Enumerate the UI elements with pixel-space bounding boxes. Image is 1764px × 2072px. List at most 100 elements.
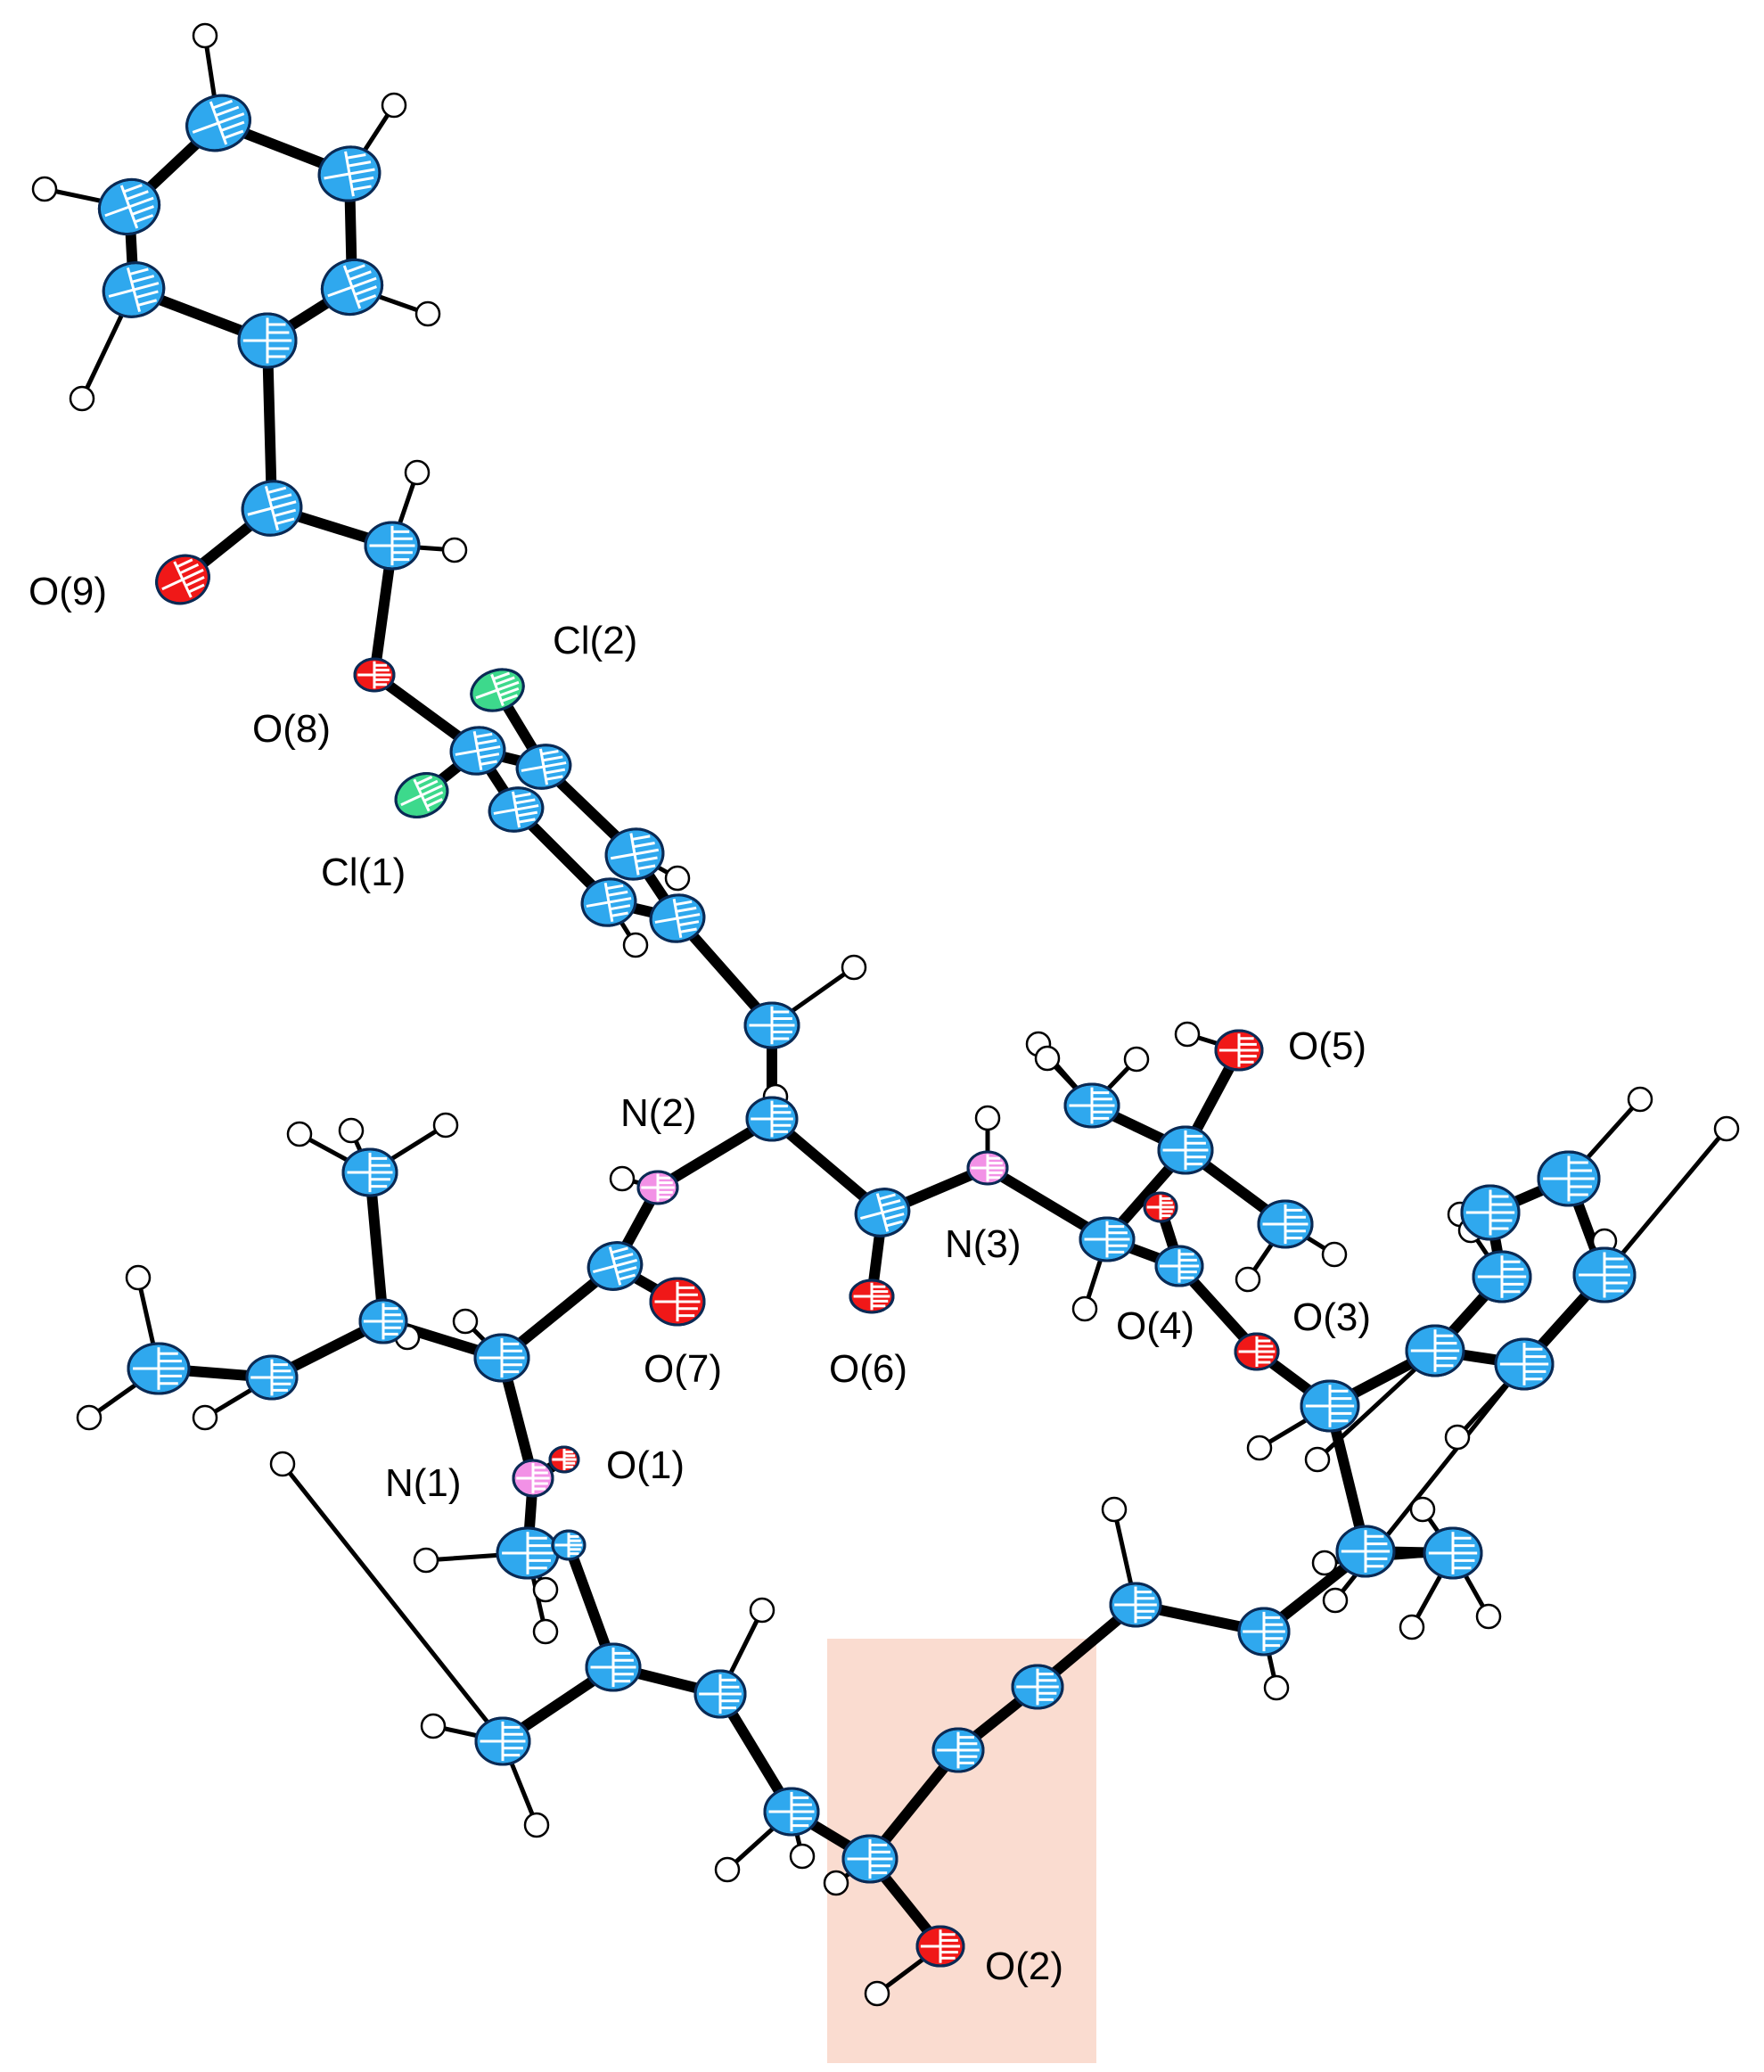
label-o3: O(3) bbox=[1292, 1295, 1371, 1339]
atom-h5 bbox=[69, 385, 95, 412]
atom-h49 bbox=[1713, 1115, 1740, 1142]
atom-h39 bbox=[1174, 1021, 1201, 1048]
atom-h29 bbox=[749, 1597, 775, 1624]
atom-o9 bbox=[155, 554, 210, 605]
atom-h3 bbox=[414, 300, 441, 327]
atom-c44 bbox=[1472, 1250, 1532, 1303]
atom-o7 bbox=[649, 1277, 706, 1327]
label-o9: O(9) bbox=[29, 570, 107, 613]
atom-h42 bbox=[1399, 1614, 1425, 1640]
atom-h43 bbox=[1475, 1603, 1502, 1630]
atom-h12 bbox=[609, 1165, 636, 1192]
atom-h10 bbox=[841, 954, 867, 981]
atom-c39 bbox=[1079, 1216, 1136, 1262]
atom-c32 bbox=[1011, 1664, 1064, 1710]
label-o4: O(4) bbox=[1116, 1304, 1194, 1348]
atom-cl1 bbox=[394, 772, 449, 818]
atom-h16 bbox=[432, 1112, 459, 1139]
atom-c2 bbox=[317, 145, 382, 202]
atom-h41 bbox=[1409, 1496, 1436, 1523]
atom-h9 bbox=[622, 932, 649, 958]
bond-c47-h49 bbox=[1602, 1126, 1729, 1278]
label-cl2: Cl(2) bbox=[553, 619, 637, 662]
atom-h44 bbox=[1246, 1435, 1273, 1461]
atom-h26 bbox=[532, 1618, 559, 1645]
atom-h32 bbox=[823, 1870, 849, 1896]
atom-c43 bbox=[1405, 1324, 1465, 1377]
atom-h45 bbox=[1304, 1446, 1331, 1473]
atom-h8 bbox=[664, 865, 691, 892]
label-o7: O(7) bbox=[644, 1347, 722, 1391]
atom-o4 bbox=[1143, 1191, 1178, 1223]
atom-c41 bbox=[1063, 1082, 1120, 1129]
atom-cl2 bbox=[470, 668, 525, 712]
atom-h17 bbox=[338, 1117, 365, 1144]
atom-c34 bbox=[1237, 1607, 1291, 1657]
label-o5: O(5) bbox=[1288, 1024, 1366, 1068]
atom-o1 bbox=[548, 1445, 580, 1474]
atom-c13 bbox=[580, 877, 637, 927]
atom-h40 bbox=[1311, 1550, 1338, 1576]
atom-c4 bbox=[237, 312, 298, 369]
atom-c16 bbox=[745, 1096, 799, 1142]
atom-c36 bbox=[1423, 1526, 1483, 1580]
atom-c37 bbox=[1300, 1379, 1360, 1433]
atom-c12 bbox=[604, 827, 665, 881]
atom-o3 bbox=[1234, 1332, 1280, 1371]
atom-h1 bbox=[192, 22, 218, 49]
atom-c42 bbox=[1257, 1199, 1314, 1249]
label-cl1: Cl(1) bbox=[321, 851, 406, 894]
atom-o2 bbox=[915, 1925, 965, 1968]
atom-c18 bbox=[587, 1241, 644, 1291]
atom-c40 bbox=[1157, 1125, 1214, 1175]
atom-c3 bbox=[320, 259, 384, 316]
atom-c24 bbox=[496, 1526, 560, 1580]
atom-c22 bbox=[245, 1354, 299, 1401]
atom-c19 bbox=[473, 1333, 530, 1383]
atom-c17 bbox=[854, 1188, 911, 1237]
atom-h27 bbox=[420, 1713, 447, 1739]
atom-c11 bbox=[488, 786, 545, 833]
atom-h4 bbox=[31, 176, 58, 202]
atom-n2 bbox=[636, 1170, 679, 1205]
atom-h31 bbox=[789, 1843, 816, 1870]
atom-h19 bbox=[452, 1308, 479, 1335]
atom-c21 bbox=[341, 1147, 398, 1197]
label-o2: O(2) bbox=[985, 1945, 1063, 1988]
atom-h7 bbox=[441, 537, 468, 563]
atom-h38 bbox=[1123, 1046, 1150, 1073]
atom-o6 bbox=[849, 1279, 895, 1314]
atom-h35 bbox=[1263, 1674, 1290, 1701]
atom-c33 bbox=[1109, 1582, 1162, 1628]
atom-c5 bbox=[102, 261, 166, 318]
atom-c25 bbox=[551, 1529, 587, 1561]
label-n3: N(3) bbox=[945, 1222, 1021, 1266]
label-n1: N(1) bbox=[385, 1461, 462, 1505]
atom-h6 bbox=[404, 459, 431, 486]
atom-h37 bbox=[1034, 1045, 1061, 1072]
atom-h2 bbox=[381, 92, 407, 119]
atom-n1 bbox=[512, 1459, 554, 1498]
atom-h20 bbox=[125, 1264, 152, 1291]
atom-h53 bbox=[1235, 1266, 1261, 1293]
atom-c48 bbox=[1494, 1337, 1555, 1391]
label-o1: O(1) bbox=[606, 1443, 685, 1487]
atom-h15 bbox=[286, 1121, 313, 1147]
atom-h34 bbox=[1101, 1496, 1128, 1523]
atom-n3 bbox=[966, 1150, 1009, 1186]
atom-h21 bbox=[76, 1404, 103, 1431]
atom-h22 bbox=[192, 1404, 218, 1431]
atom-h23 bbox=[269, 1451, 296, 1477]
atom-h52 bbox=[1321, 1241, 1348, 1268]
atom-o8 bbox=[353, 657, 396, 693]
atom-c30 bbox=[841, 1834, 898, 1884]
label-n2: N(2) bbox=[620, 1091, 697, 1135]
atom-h28 bbox=[523, 1812, 550, 1838]
atom-h24 bbox=[413, 1547, 439, 1574]
atom-c26 bbox=[585, 1642, 642, 1692]
atom-labels: O(9) Cl(2) O(8) Cl(1) O(5) N(2) N(3) O(4… bbox=[29, 570, 1371, 1988]
atom-c46 bbox=[1537, 1150, 1601, 1207]
hydrogen-atoms bbox=[31, 22, 1740, 2007]
label-o8: O(8) bbox=[252, 707, 331, 751]
